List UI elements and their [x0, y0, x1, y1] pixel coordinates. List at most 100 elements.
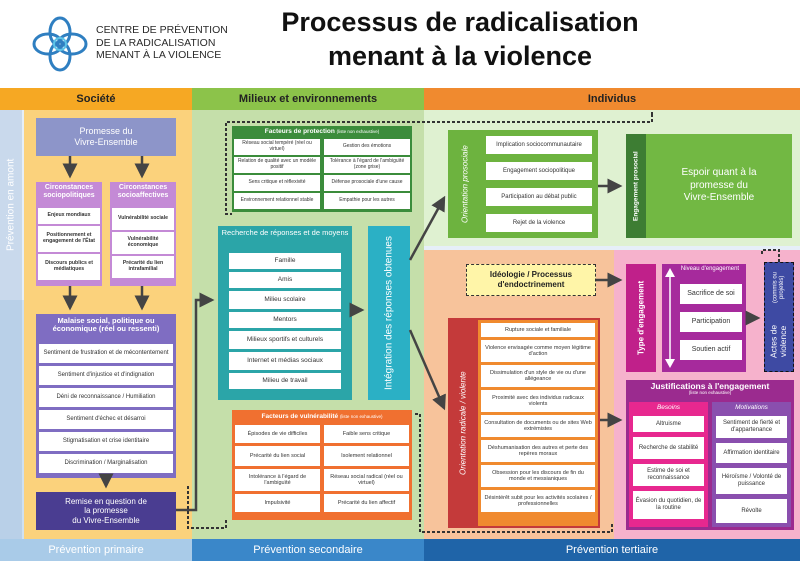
- vulnerabilite-right-4: Précarité du lien affectif: [324, 494, 409, 512]
- malaise-item-2: Sentiment d'injustice et d'indignation: [39, 366, 173, 385]
- besoins-item-2: Recherche de stabilité: [633, 437, 704, 459]
- espoir-line-1: Espoir quant à la: [681, 167, 757, 179]
- malaise-item-4: Sentiment d'échec et désarroi: [39, 410, 173, 429]
- protection-right-4: Empathie pour les autres: [324, 193, 410, 209]
- prevention-secondaire: Prévention secondaire: [192, 539, 424, 561]
- motivations-label: Motivations: [735, 404, 768, 411]
- vulnerabilite-right-2: Isolement relationnel: [324, 446, 409, 466]
- promesse-line-2: Vivre-Ensemble: [74, 137, 138, 147]
- radicale-box: Orientation radicale / violente Rupture …: [448, 318, 600, 528]
- besoins-label: Besoins: [656, 404, 681, 411]
- vulnerabilite-left-1: Épisodes de vie difficiles: [235, 425, 320, 443]
- org-name: CENTRE DE PRÉVENTION DE LA RADICALISATIO…: [96, 24, 246, 62]
- motivations-item-4: Révolte: [716, 499, 787, 523]
- vulnerabilite-left-3: Intolérance à l'égard de l'ambiguïté: [235, 469, 320, 491]
- niveau-item-2: Participation: [680, 312, 742, 332]
- remise-line-1: Remise en question de: [65, 497, 147, 507]
- promesse-line-1: Promesse du: [79, 126, 133, 137]
- actes-line-1: Actes de violence: [768, 325, 788, 359]
- circ-socio-item-1: Enjeux mondiaux: [38, 208, 100, 224]
- org-line-2: DE LA RADICALISATION: [96, 36, 216, 49]
- column-societe: Société: [0, 88, 192, 110]
- radicale-item-3: Dissimulation d'un style de vie ou d'une…: [481, 365, 595, 387]
- protection-right-1: Gestion des émotions: [324, 139, 410, 155]
- recherche-item-6: Internet et médias sociaux: [229, 352, 341, 370]
- vulnerabilite-left-2: Précarité du lien social: [235, 446, 320, 466]
- org-line-1: CENTRE DE PRÉVENTION: [96, 24, 228, 36]
- radicale-item-5: Consultation de documents ou de sites We…: [481, 415, 595, 437]
- malaise-item-1: Sentiment de frustration et de mécontent…: [39, 344, 173, 363]
- recherche-box: Recherche de réponses et de moyens Famil…: [218, 226, 352, 400]
- integration-box: Intégration des réponses obtenues: [368, 226, 410, 400]
- page-title: Processus de radicalisation menant à la …: [240, 6, 680, 74]
- double-arrow-icon: [665, 268, 675, 368]
- justifications-title: Justifications à l'engagement: [650, 381, 770, 391]
- circ-affect-box: Circonstances socioaffectives Vulnérabil…: [110, 182, 176, 286]
- protection-title: Facteurs de protection (liste non exhaus…: [234, 128, 410, 138]
- promesse-box: Promesse du Vivre-Ensemble: [36, 118, 176, 156]
- radicale-item-4: Proximité avec des individus radicaux vi…: [481, 390, 595, 412]
- motivations-item-3: Héroïsme / Volonté de puissance: [716, 468, 787, 494]
- vulnerabilite-title-text: Facteurs de vulnérabilité: [261, 413, 339, 420]
- remise-line-3: du Vivre-Ensemble: [72, 515, 140, 525]
- radicale-item-8: Désintérêt subit pour les activités scol…: [481, 490, 595, 512]
- protection-left-1: Réseau social tempéré (réel ou virtuel): [234, 139, 320, 155]
- vulnerabilite-right-1: Faible sens critique: [324, 425, 409, 443]
- prosociale-item-2: Engagement sociopolitique: [486, 162, 592, 180]
- circ-socio-box: Circonstances sociopolitiques Enjeux mon…: [36, 182, 102, 286]
- radicale-label: Orientation radicale / violente: [458, 371, 468, 475]
- protection-left-2: Relation de qualité avec un modèle posit…: [234, 157, 320, 173]
- recherche-item-4: Mentors: [229, 312, 341, 328]
- radicale-item-7: Obsession pour les discours de fin du mo…: [481, 465, 595, 487]
- justifications-note: (liste non exhaustive): [688, 390, 732, 396]
- circ-socio-item-3: Discours publics et médiatiques: [38, 254, 100, 280]
- prosociale-item-3: Participation au débat public: [486, 188, 592, 206]
- malaise-box: Malaise social, politique ou économique …: [36, 314, 176, 478]
- type-engagement-box: Type d'engagement: [626, 264, 656, 372]
- circ-socio-title: Circonstances sociopolitiques: [43, 184, 95, 199]
- ideologie-line-2: d'endoctrinement: [497, 280, 565, 289]
- vulnerabilite-title: Facteurs de vulnérabilité (liste non exh…: [235, 413, 409, 425]
- ideologie-box: Idéologie / Processus d'endoctrinement: [466, 264, 596, 296]
- title-line-1: Processus de radicalisation: [281, 7, 639, 37]
- vulnerabilite-left-4: Impulsivité: [235, 494, 320, 512]
- radicale-item-2: Violence envisagée comme moyen légitime …: [481, 340, 595, 362]
- circ-socio-item-2: Positionnement et engagement de l'État: [38, 226, 100, 252]
- vulnerabilite-box: Facteurs de vulnérabilité (liste non exh…: [232, 410, 412, 520]
- besoins-item-4: Évasion du quotidien, de la routine: [633, 491, 704, 519]
- prosociale-label: Orientation prosociale: [460, 145, 470, 223]
- protection-left-4: Environnement relationnel stable: [234, 193, 320, 209]
- recherche-item-5: Milieux sportifs et culturels: [229, 331, 341, 349]
- prevention-amont-label: Prévention en amont: [0, 110, 22, 300]
- engagement-prosocial-box: Engagement prosocial: [626, 134, 646, 238]
- actes-box: Actes de violence (commis ou projetés): [764, 262, 794, 372]
- besoins-item-3: Estime de soi et reconnaissance: [633, 464, 704, 486]
- recherche-title: Recherche de réponses et de moyens: [221, 228, 349, 237]
- circ-affect-item-2: Vulnérabilité économique: [112, 232, 174, 254]
- espoir-line-2: promesse du: [690, 179, 748, 191]
- protection-title-text: Facteurs de protection: [264, 128, 335, 135]
- malaise-item-3: Déni de reconnaissance / Humiliation: [39, 388, 173, 407]
- radicale-item-6: Déshumanisation des autres et perte des …: [481, 440, 595, 462]
- espoir-box: Espoir quant à la promesse du Vivre-Ense…: [646, 134, 792, 238]
- malaise-item-6: Discrimination / Marginalisation: [39, 454, 173, 473]
- recherche-item-1: Famille: [229, 253, 341, 269]
- prosociale-item-1: Implication sociocommunautaire: [486, 136, 592, 154]
- remise-line-2: la promesse: [84, 506, 128, 516]
- circ-affect-item-1: Vulnérabilité sociale: [112, 208, 174, 230]
- espoir-line-3: Vivre-Ensemble: [683, 192, 755, 204]
- justifications-box: Justifications à l'engagement (liste non…: [626, 380, 794, 530]
- circ-affect-title: Circonstances socioaffectives: [117, 184, 169, 199]
- malaise-item-5: Stigmatisation et crise identitaire: [39, 432, 173, 451]
- prevention-primaire: Prévention primaire: [0, 539, 192, 561]
- motivations-item-2: Affirmation identitaire: [716, 443, 787, 463]
- column-individus: Individus: [424, 88, 800, 110]
- recherche-item-2: Amis: [229, 272, 341, 288]
- band-left-lower: [0, 300, 22, 539]
- logo-icon: [32, 16, 88, 72]
- prevention-tertiaire: Prévention tertiaire: [424, 539, 800, 561]
- title-line-2: menant à la violence: [327, 40, 593, 71]
- vulnerabilite-right-3: Réseau social radical (réel ou virtuel): [324, 469, 409, 491]
- prosociale-item-4: Rejet de la violence: [486, 214, 592, 232]
- niveau-box: Niveau d'engagement Sacrifice de soi Par…: [662, 264, 746, 372]
